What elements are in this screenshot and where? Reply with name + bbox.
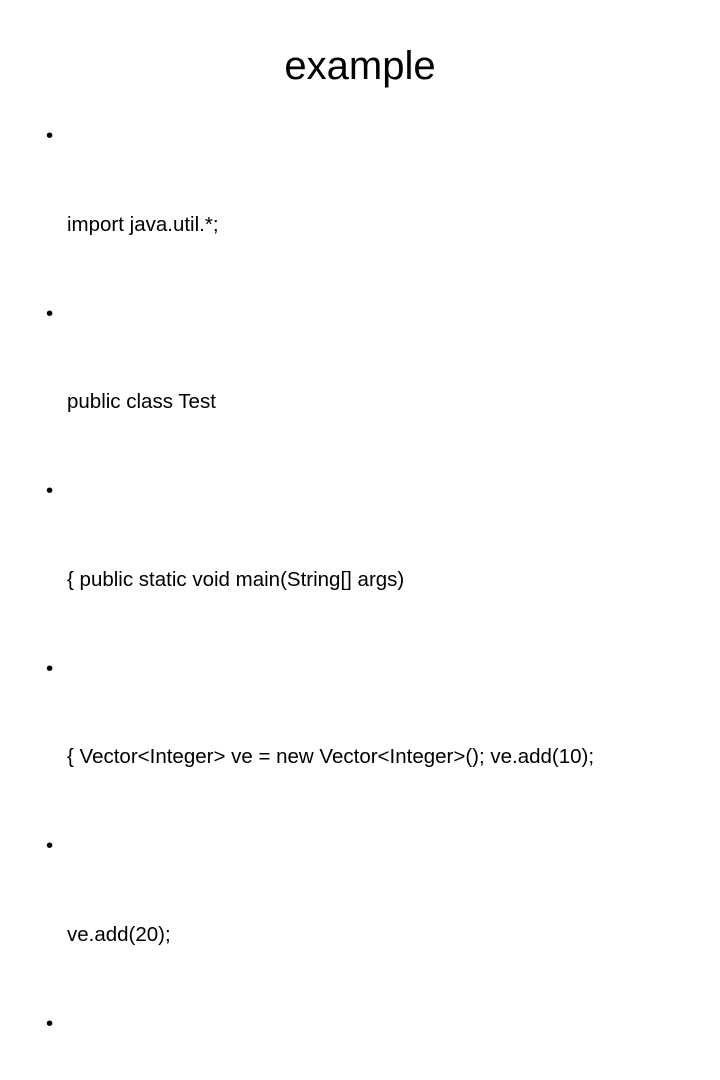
list-item: • ve.add(30); bbox=[43, 1009, 683, 1080]
bullet-icon: • bbox=[46, 479, 54, 503]
list-item-label: import java.util.*; bbox=[67, 212, 219, 236]
code-bullet-list: • import java.util.*; • public class Tes… bbox=[43, 121, 683, 1080]
bullet-icon: • bbox=[46, 124, 54, 147]
slide-canvas: example • import java.util.*; • public c… bbox=[46, 44, 595, 1035]
list-item-label: public class Test bbox=[67, 390, 216, 414]
list-item: • public class Test bbox=[43, 299, 683, 477]
list-item: • ve.add(20); bbox=[43, 831, 683, 1009]
list-item: • import java.util.*; bbox=[43, 121, 683, 299]
list-item: • { public static void main(String[] arg… bbox=[43, 476, 683, 654]
list-item-label: { public static void main(String[] args) bbox=[67, 567, 405, 591]
list-item: • { Vector<Integer> ve = new Vector<Inte… bbox=[43, 654, 683, 832]
bullet-icon: • bbox=[46, 1011, 54, 1035]
page-title: example bbox=[284, 44, 436, 88]
list-item-label: ve.add(20); bbox=[67, 923, 171, 947]
bullet-icon: • bbox=[46, 834, 54, 858]
bullet-icon: • bbox=[46, 301, 54, 325]
bullet-icon: • bbox=[46, 656, 54, 680]
list-item-label: { Vector<Integer> ve = new Vector<Intege… bbox=[67, 745, 595, 769]
